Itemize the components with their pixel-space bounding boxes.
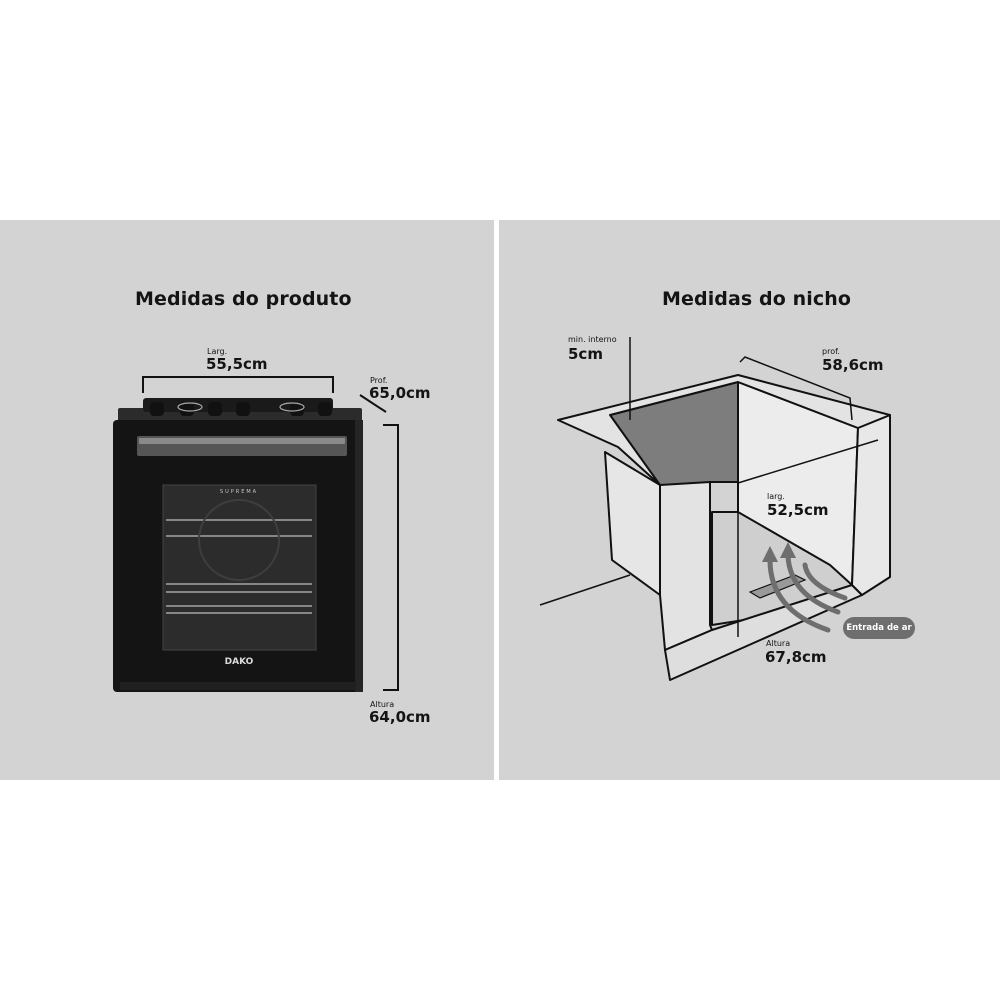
niche-structure <box>557 374 891 681</box>
product-depth-value: 65,0cm <box>369 384 431 402</box>
oven-racks <box>166 519 312 614</box>
product-depth-label: Prof. <box>370 376 388 385</box>
oven-brand-logo: DAKO <box>225 657 254 667</box>
oven-model-text: SUPREMA <box>220 489 258 495</box>
product-width-label: Larg. <box>207 347 228 356</box>
oven-window <box>162 484 317 651</box>
product-height-label: Altura <box>370 700 395 709</box>
product-height-value: 64,0cm <box>369 708 431 726</box>
depth-dimension-line <box>359 394 387 413</box>
oven-knobs <box>150 402 332 416</box>
air-inlet-badge: Entrada de ar <box>843 617 915 639</box>
niche-height-value: 67,8cm <box>765 648 827 666</box>
oven-fan <box>198 499 280 581</box>
niche-width-label: larg. <box>767 492 785 501</box>
air-flow-arrowheads <box>762 542 796 562</box>
niche-depth-label: prof. <box>822 347 840 356</box>
niche-depth-value: 58,6cm <box>822 356 884 374</box>
product-title: Medidas do produto <box>135 288 352 310</box>
air-flow-arrows <box>767 553 848 633</box>
floor-line <box>539 574 631 606</box>
height-dimension-line <box>383 424 399 691</box>
product-width-value: 55,5cm <box>206 355 268 373</box>
niche-width-value: 52,5cm <box>767 501 829 519</box>
oven-base-vents <box>120 682 356 690</box>
niche-depth-line <box>739 356 853 421</box>
niche-height-label: Altura <box>766 639 791 648</box>
burners <box>177 402 305 412</box>
min-internal-label: min. interno <box>568 335 617 344</box>
width-dimension-line <box>142 376 334 393</box>
product-dimension-lines <box>142 376 399 691</box>
min-internal-value: 5cm <box>568 345 603 363</box>
niche-dimension-lines <box>539 337 879 637</box>
niche-title: Medidas do nicho <box>662 288 852 310</box>
niche-width-line <box>737 439 879 484</box>
